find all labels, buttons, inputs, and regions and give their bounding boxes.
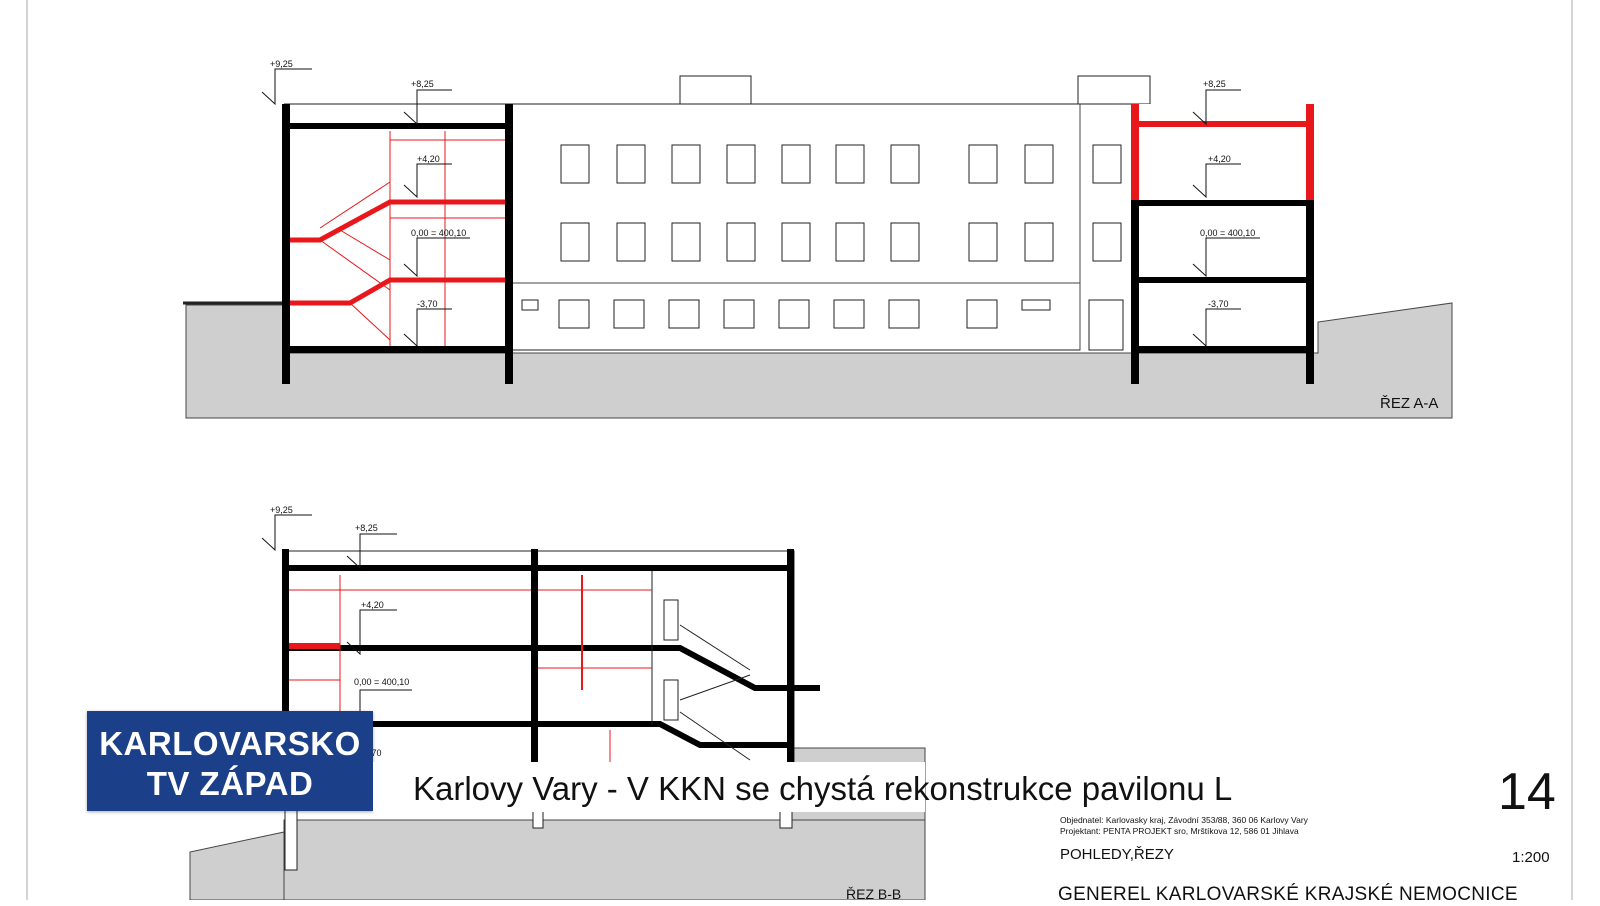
level-label: 0,00 = 400,10 <box>411 228 466 238</box>
new-stair-lines <box>290 131 505 346</box>
level-label: +9,25 <box>270 505 293 515</box>
level-label: +4,20 <box>361 600 384 610</box>
sheet-number: 14 <box>1498 763 1556 821</box>
level-label: +8,25 <box>1203 79 1226 89</box>
slab-cut <box>282 346 512 353</box>
level-label: -3,70 <box>417 299 438 309</box>
window-grid <box>521 144 1124 351</box>
level-label: 0,00 = 400,10 <box>1200 228 1255 238</box>
section-a-drawing: +9,25 +8,25 +4,20 0,00 = 400,10 -3,70 +8… <box>183 59 1453 419</box>
slab-cut <box>282 565 794 571</box>
level-label: +4,20 <box>1208 154 1231 164</box>
headline-text: Karlovy Vary - V KKN se chystá rekonstru… <box>413 770 1233 807</box>
slab-cut <box>1131 277 1314 283</box>
level-label: +9,25 <box>270 59 293 69</box>
wall-cut <box>282 549 289 779</box>
section-b-drawing: +9,25 +8,25 +4,20 0,00 = 400,10 -3,70 <box>189 505 926 900</box>
new-construction-red <box>289 575 652 790</box>
scale-label: 1:200 <box>1512 849 1550 866</box>
new-slab-red <box>1131 104 1314 200</box>
channel-name-line2: TV ZÁPAD <box>146 765 314 802</box>
roof-structure <box>679 75 752 105</box>
level-label: +8,25 <box>355 523 378 533</box>
level-label: -3,70 <box>1208 299 1229 309</box>
ground-fill <box>189 831 285 900</box>
level-label: 0,00 = 400,10 <box>354 677 409 687</box>
level-markers-a <box>261 68 1260 348</box>
section-b-label: ŘEZ B-B <box>846 886 902 902</box>
sheet-title: POHLEDY,ŘEZY <box>1060 846 1174 863</box>
project-name: GENEREL KARLOVARSKÉ KRAJSKÉ NEMOCNICE <box>1058 884 1518 905</box>
roof-structure <box>1077 75 1151 105</box>
channel-name-line1: KARLOVARSKO <box>99 725 361 762</box>
wall-cut <box>505 104 513 384</box>
wall-cut <box>282 104 290 384</box>
wall-cut <box>1306 104 1314 384</box>
wall-cut <box>787 549 794 779</box>
client-line: Objednatel: Karlovasky kraj, Závodní 353… <box>1060 815 1308 825</box>
section-a-label: ŘEZ A-A <box>1380 395 1439 412</box>
level-label: +8,25 <box>411 79 434 89</box>
level-markers-b <box>261 514 412 732</box>
level-label: +4,20 <box>417 154 440 164</box>
designer-line: Projektant: PENTA PROJEKT sro, Mrštíkova… <box>1060 826 1299 836</box>
headline-lower-third: Karlovy Vary - V KKN se chystá rekonstru… <box>373 762 1232 812</box>
slab-cut <box>1131 200 1314 206</box>
slab-cut <box>289 645 820 691</box>
wall-cut <box>531 549 538 779</box>
slab-cut <box>289 721 787 748</box>
slab-cut <box>282 123 512 129</box>
wall-cut <box>1131 104 1139 384</box>
channel-logo-box: KARLOVARSKO TV ZÁPAD <box>87 711 373 811</box>
slab-cut <box>1131 346 1314 353</box>
